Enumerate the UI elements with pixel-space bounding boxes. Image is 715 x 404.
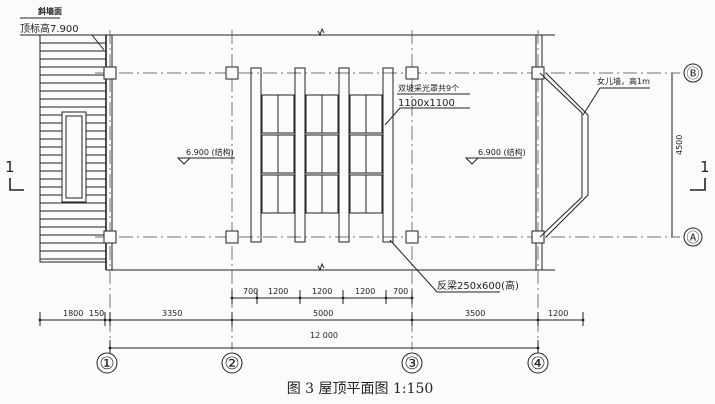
dim-tick [255, 296, 259, 300]
dim-700-right: 700 [393, 287, 408, 296]
dim-tick [410, 318, 414, 322]
dim-tick [581, 318, 585, 322]
dim-tick [410, 296, 414, 300]
svg-text:Ⓑ: Ⓑ [686, 67, 699, 82]
dim-tick [341, 296, 345, 300]
top-elevation-label: 顶标高7.900 [20, 22, 79, 35]
dim-4500: 4500 [675, 135, 684, 155]
dim-tick [536, 318, 540, 322]
dim-tick [384, 296, 388, 300]
beam-note: 反梁250x600(高) [437, 279, 519, 292]
dim-tick [230, 318, 234, 322]
axis-bubble-B: Ⓑ [683, 63, 703, 83]
dim-total: 12 000 [310, 331, 338, 340]
elevation-right-text: 6.900 (结构) [478, 147, 526, 157]
elevation-left-text: 6.900 (结构) [186, 147, 234, 157]
parapet-note: 女儿墙，高1m [597, 76, 650, 86]
svg-text:③: ③ [404, 354, 419, 374]
dim-1200-end: 1200 [548, 309, 568, 318]
dim-5000: 5000 [313, 309, 333, 318]
axis-bubble-2: ② [221, 352, 243, 374]
dimension-lines: 700 1200 1200 1200 700 1800 150 3350 500… [38, 287, 585, 354]
skylight-size: 1100x1100 [398, 98, 455, 109]
dim-tick [108, 318, 112, 322]
dim-700-left: 700 [243, 287, 258, 296]
section-mark-left: 1 [5, 158, 15, 176]
elevation-mark-right: 6.900 (结构) [464, 147, 526, 165]
dim-3500: 3500 [465, 309, 485, 318]
vertical-dimension: 4500 [671, 73, 684, 237]
skylight-note: 双坡采光罩共9个 [398, 83, 459, 93]
parapet: 女儿墙，高1m [539, 72, 650, 238]
dim-tick [536, 346, 540, 350]
dim-1200-b: 1200 [312, 287, 332, 296]
svg-text:Ⓐ: Ⓐ [686, 231, 699, 246]
elevation-mark-left: 6.900 (结构) [176, 147, 235, 165]
axis-bubble-4: ④ [527, 352, 549, 374]
axis-bubble-A: Ⓐ [683, 227, 703, 247]
dim-tick [108, 346, 112, 350]
slope-wall-area [39, 34, 107, 263]
dim-1800: 1800 [63, 309, 83, 318]
dim-1200-c: 1200 [355, 287, 375, 296]
axis-bubble-3: ③ [401, 352, 423, 374]
section-mark-right: 1 [700, 158, 710, 176]
figure-caption: 图 3 屋顶平面图 1:150 [287, 381, 434, 397]
dim-1200-a: 1200 [268, 287, 288, 296]
axis-lines [95, 30, 680, 350]
svg-text:④: ④ [530, 354, 545, 374]
dim-150: 150 [89, 309, 104, 318]
dim-tick [298, 296, 302, 300]
skylight-group [250, 67, 394, 243]
dim-tick [230, 296, 234, 300]
columns [103, 66, 545, 244]
dim-tick [38, 318, 42, 322]
svg-text:①: ① [99, 354, 114, 374]
svg-text:②: ② [224, 354, 239, 374]
slope-wall-label: 斜墙面 [37, 6, 62, 16]
axis-bubble-1: ① [96, 352, 118, 374]
dim-3350: 3350 [162, 309, 182, 318]
dim-tick [103, 318, 107, 322]
